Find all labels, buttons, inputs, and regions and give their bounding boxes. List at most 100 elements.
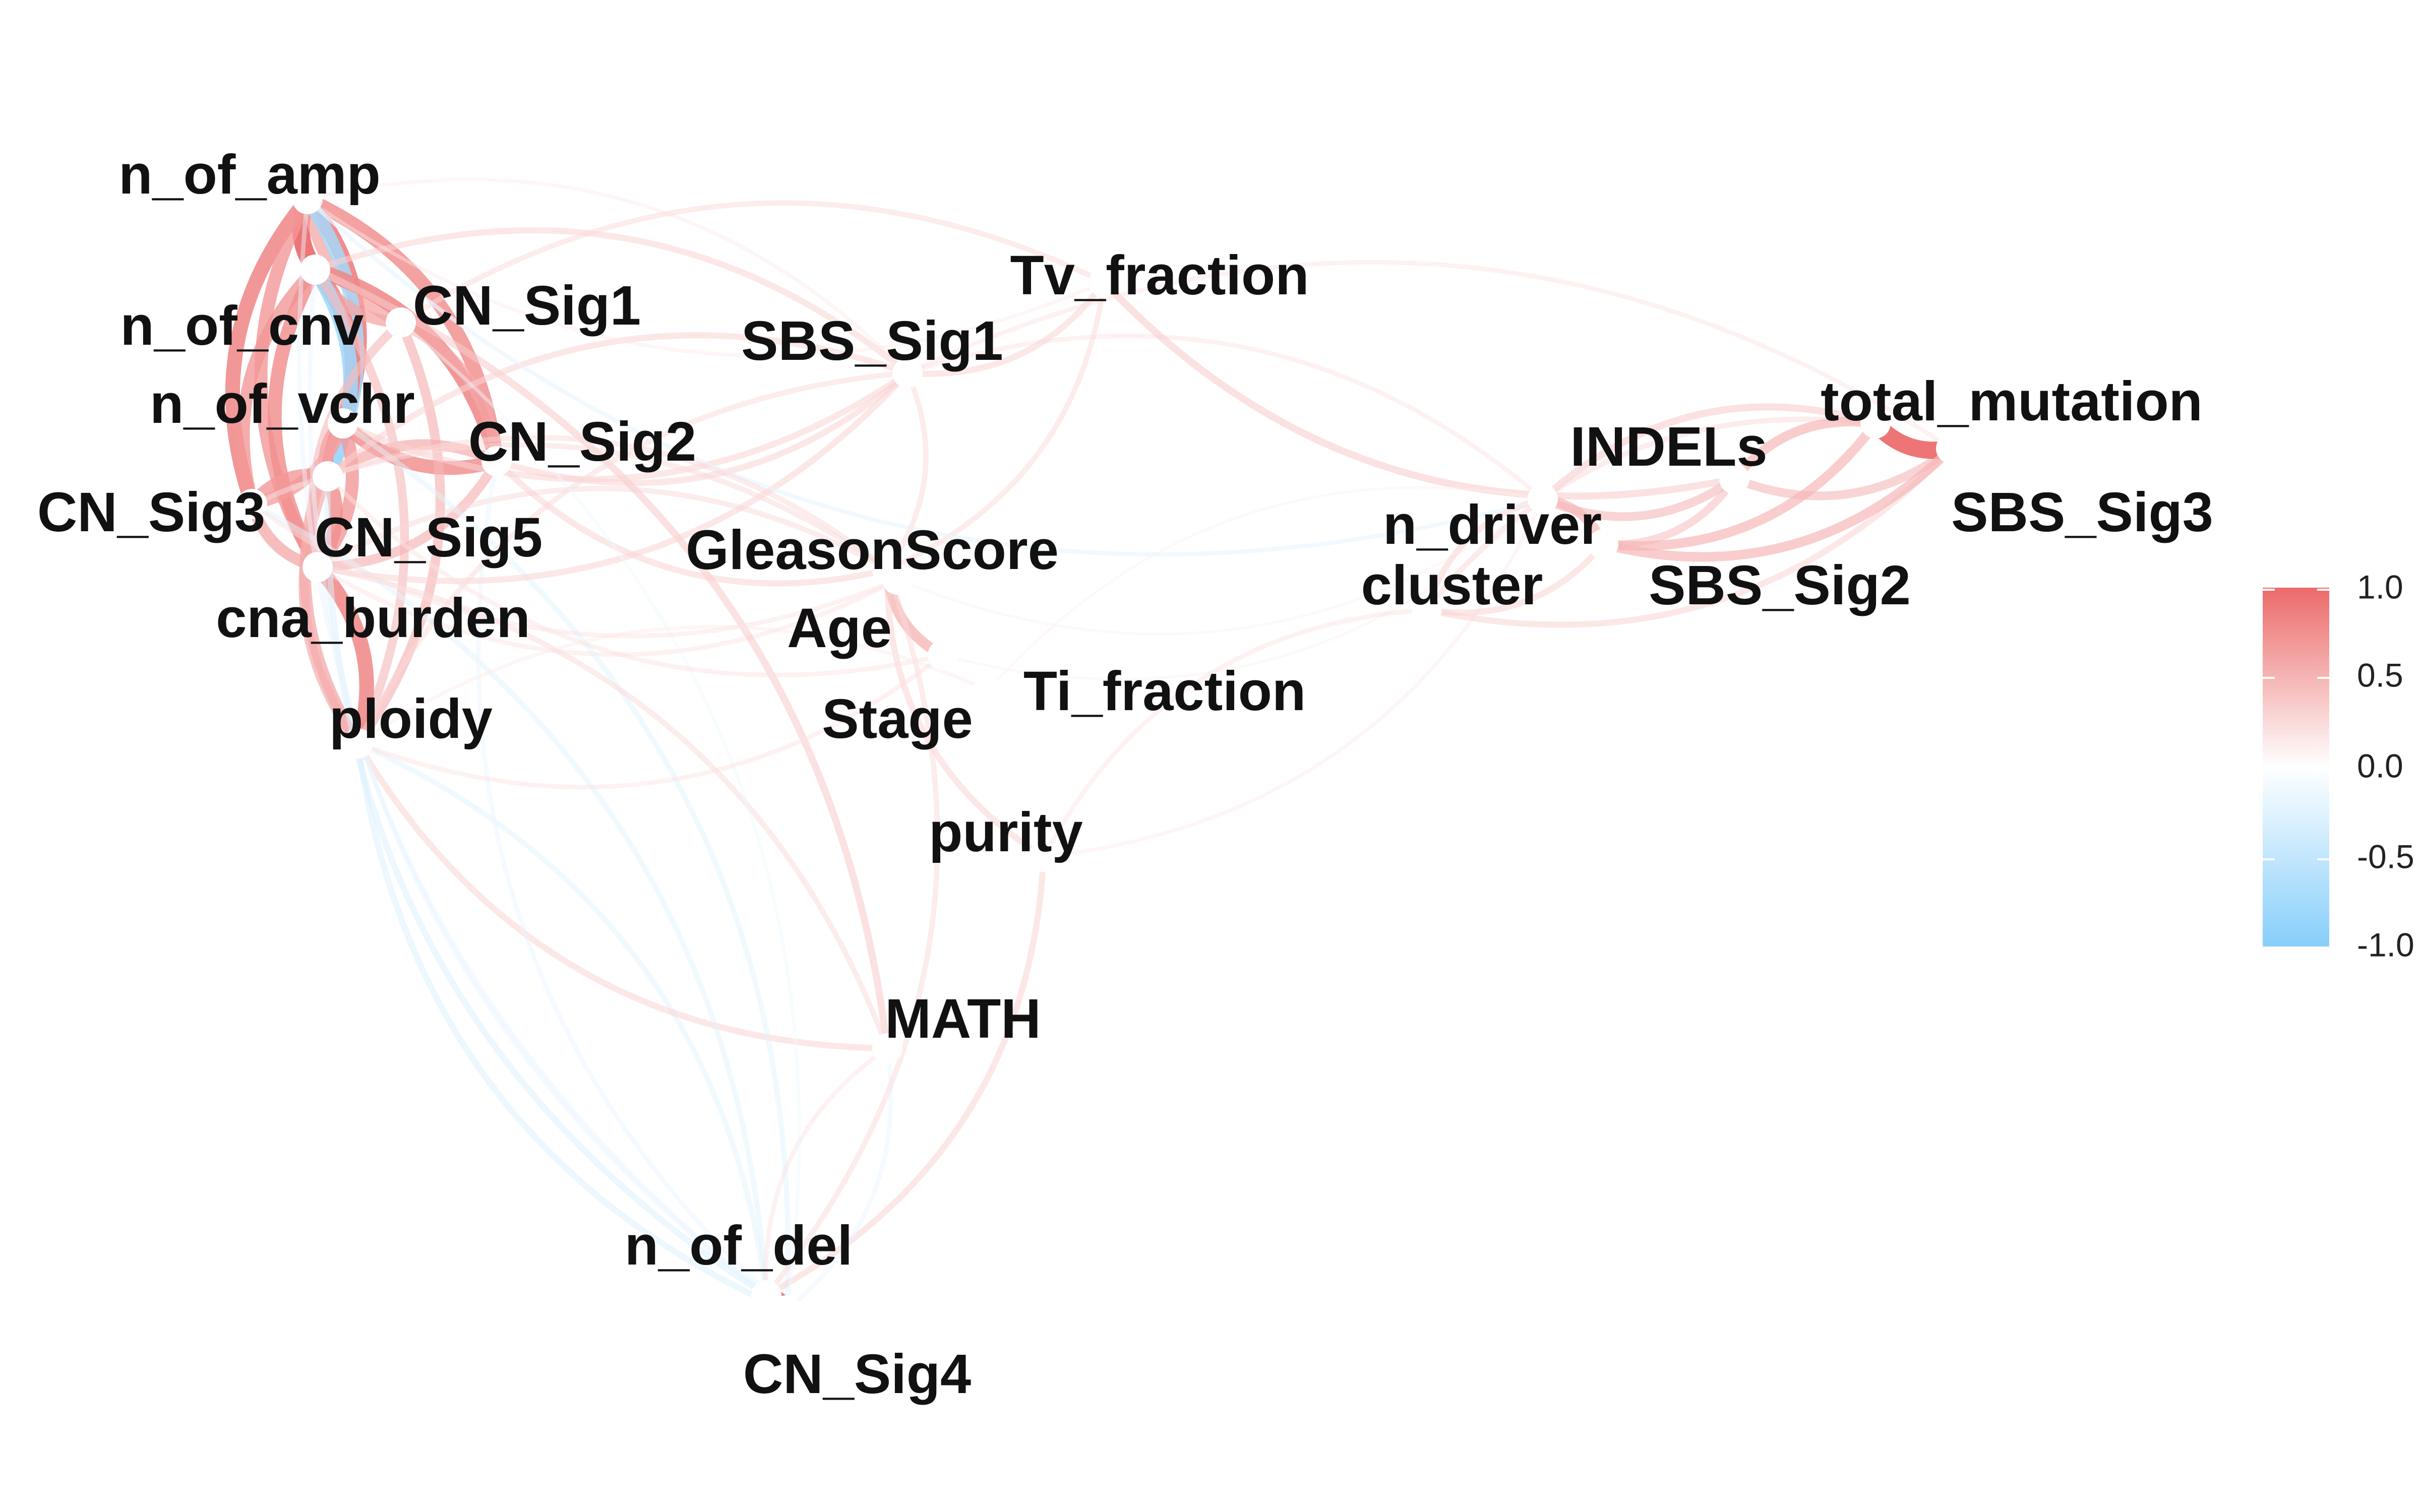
edge-cna_burden-GleasonScore	[315, 486, 890, 573]
node-label-CN_Sig3: CN_Sig3	[37, 481, 265, 543]
colorbar-gradient	[2263, 588, 2329, 947]
edge-n_driver-cluster	[1423, 495, 1546, 613]
edge-ploidy-Stage	[355, 653, 945, 790]
edge-MATH-cna_burden	[315, 564, 890, 1051]
colorbar-tick-label: -1.0	[2357, 926, 2414, 963]
edge-CN_Sig5-GleasonScore	[325, 435, 890, 573]
edge-CN_Sig5-ploidy	[298, 471, 364, 749]
edge-ploidy-Ti_fraction	[356, 625, 990, 745]
edge-layer	[225, 177, 1960, 1319]
node-label-SBS_Sig1: SBS_Sig1	[741, 310, 1003, 372]
edge-ploidy-MATH	[354, 740, 891, 1052]
edge-cluster-SBS_Sig3	[1423, 445, 1955, 628]
edge-cluster-total_mutation	[1424, 416, 1879, 613]
edge-INDELs-SBS_Sig3	[1730, 444, 1956, 500]
node-Ti_fraction	[973, 675, 1003, 706]
edge-cna_burden-ploidy	[310, 559, 374, 751]
edge-n_of_cnv-CN_Sig3	[236, 263, 322, 511]
edge-CN_Sig5-n_of_del	[324, 473, 770, 1299]
edge-SBS_Sig1-Tv_fraction	[904, 279, 1108, 377]
node-label-cluster: cluster	[1361, 554, 1543, 616]
edge-CN_Sig3-n_of_del	[249, 501, 769, 1298]
edge-n_of_amp-SBS_Sig1	[306, 177, 910, 375]
edge-purity-cluster	[1041, 607, 1429, 859]
node-MATH	[872, 1033, 902, 1063]
edge-INDELs-total_mutation	[1729, 417, 1881, 484]
edge-CN_Sig2-cna_burden	[313, 456, 502, 572]
node-INDELs	[1719, 464, 1749, 494]
node-Stage	[928, 640, 958, 670]
edge-SBS_Sig1-ploidy	[355, 370, 911, 746]
node-label-CN_Sig5: CN_Sig5	[315, 507, 542, 569]
edge-SBS_Sig1-n_driver	[905, 334, 1545, 501]
node-Tv_fraction	[1089, 267, 1119, 297]
node-label-total_mutation: total_mutation	[1821, 370, 2203, 432]
node-label-n_driver: n_driver	[1383, 494, 1602, 556]
node-ploidy	[343, 728, 373, 759]
node-CN_Sig3	[237, 489, 267, 519]
node-label-ploidy: ploidy	[329, 688, 493, 750]
node-label-purity: purity	[929, 801, 1083, 863]
edge-SBS_Sig2-SBS_Sig3	[1598, 444, 1956, 562]
edge-CN_Sig1-CN_Sig2	[395, 317, 503, 467]
node-cna_burden	[302, 552, 333, 582]
edge-n_of_cnv-cna_burden	[268, 263, 325, 574]
edge-CN_Sig1-Tv_fraction	[398, 200, 1107, 326]
edge-GleasonScore-purity	[884, 566, 1047, 860]
node-label-n_of_del: n_of_del	[625, 1215, 853, 1277]
edge-GleasonScore-CN_Sig2	[493, 458, 891, 587]
node-SBS_Sig3	[1936, 433, 1966, 464]
edge-purity-n_driver	[1042, 497, 1545, 859]
node-CN_Sig2	[481, 446, 512, 476]
edge-n_of_vchr-CN_Sig4	[340, 420, 791, 1313]
node-Age	[882, 564, 913, 595]
node-label-CN_Sig4: CN_Sig4	[743, 1343, 971, 1405]
node-label-cna_burden: cna_burden	[216, 587, 530, 649]
edge-purity-n_of_del	[763, 853, 1047, 1299]
node-label-GleasonScore: GleasonScore	[686, 519, 1059, 581]
edge-n_of_amp-n_driver	[305, 197, 1545, 557]
node-cluster	[1412, 595, 1442, 625]
edge-CN_Sig2-CN_Sig5	[322, 439, 502, 482]
edge-MATH-n_of_del	[763, 1046, 890, 1298]
node-label-CN_Sig1: CN_Sig1	[413, 275, 641, 337]
edge-SBS_Sig1-n_of_vchr	[339, 369, 911, 482]
node-n_of_vchr	[328, 408, 358, 438]
edge-ploidy-n_of_del	[355, 740, 769, 1298]
node-CN_Sig5	[313, 461, 343, 491]
edge-SBS_Sig1-CN_Sig5	[324, 332, 911, 480]
node-label-INDELs: INDELs	[1570, 416, 1767, 478]
node-label-Stage: Stage	[822, 688, 973, 750]
edge-ploidy-CN_Sig4	[354, 740, 790, 1314]
edge-total_mutation-SBS_Sig2	[1598, 418, 1881, 551]
node-label-Tv_fraction: Tv_fraction	[1010, 244, 1309, 306]
edge-SBS_Sig1-cna_burden	[314, 369, 911, 584]
colorbar-tick-label: 1.0	[2357, 568, 2403, 605]
edge-CN_Sig5-Stage	[325, 474, 945, 677]
edge-cluster-SBS_Sig2	[1423, 541, 1607, 616]
edge-SBS_Sig1-SBS_Sig3	[905, 260, 1954, 451]
colorbar-tick-label: 0.0	[2357, 747, 2403, 784]
node-label-MATH: MATH	[885, 988, 1041, 1050]
edge-SBS_Sig1-GleasonScore	[884, 370, 929, 573]
edge-CN_Sig1-ploidy	[353, 318, 445, 748]
edge-n_driver-total_mutation	[1539, 403, 1879, 502]
node-total_mutation	[1860, 408, 1891, 438]
node-CN_Sig1	[386, 307, 416, 338]
node-layer	[237, 184, 1966, 1326]
edge-CN_Sig4-n_of_cnv	[308, 267, 789, 1313]
node-SBS_Sig1	[892, 358, 923, 388]
node-label-SBS_Sig3: SBS_Sig3	[1951, 481, 2213, 543]
node-label-CN_Sig2: CN_Sig2	[468, 411, 696, 473]
edge-cna_burden-Age	[315, 564, 900, 657]
edge-n_of_amp-n_driver	[306, 197, 1545, 556]
edge-Tv_fraction-GleasonScore	[884, 279, 1107, 573]
node-label-SBS_Sig2: SBS_Sig2	[1649, 554, 1911, 616]
edge-Tv_fraction-INDELs	[1101, 279, 1738, 500]
edge-CN_Sig4-n_of_amp	[297, 197, 789, 1313]
edge-CN_Sig3-Age	[250, 501, 900, 639]
correlation-colorbar: 1.00.50.0-0.5-1.0	[2263, 568, 2414, 963]
edge-Ti_fraction-n_driver	[987, 486, 1544, 692]
node-label-Ti_fraction: Ti_fraction	[1023, 660, 1306, 722]
